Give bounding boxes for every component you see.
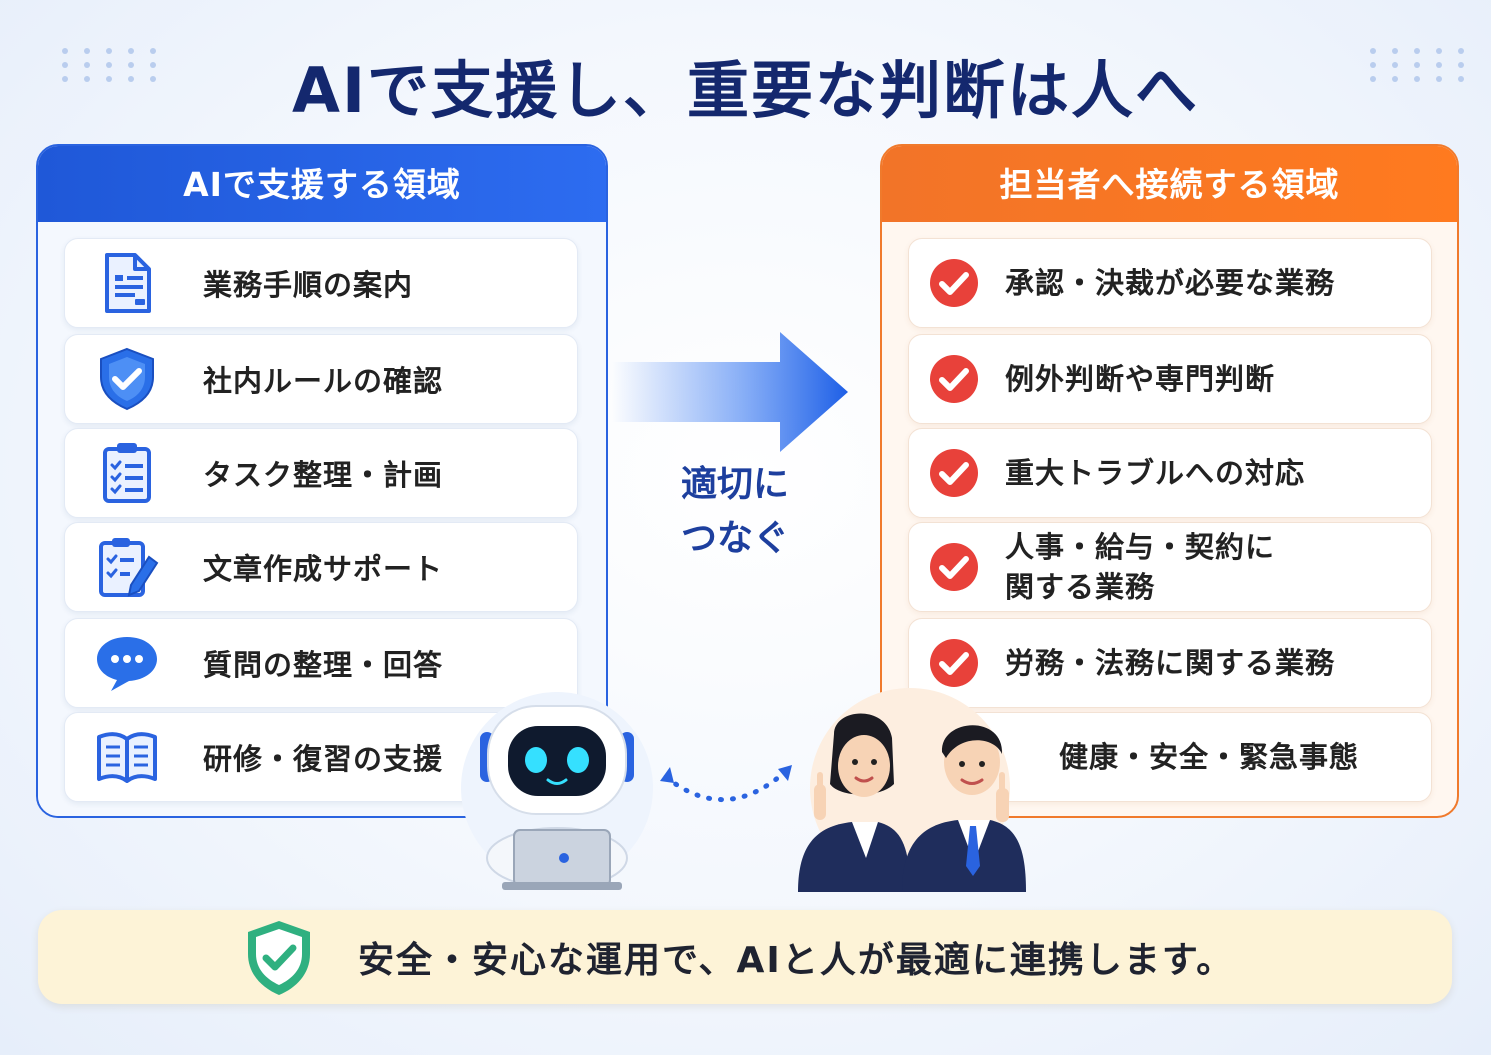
- document-pencil-icon: [99, 538, 159, 597]
- list-item: 重大トラブルへの対応: [908, 428, 1432, 518]
- check-circle-icon: [930, 259, 978, 307]
- footer-banner: 安全・安心な運用で、AIと人が最適に連携します。: [38, 910, 1452, 1004]
- list-item-label: 社内ルールの確認: [203, 364, 444, 398]
- list-item-label-line1: 人事・給与・契約に: [1005, 530, 1276, 564]
- clipboard-checklist-icon: [103, 443, 151, 503]
- list-item-label-line2: 関する業務: [1005, 570, 1156, 604]
- shield-check-icon: [100, 347, 154, 411]
- decorative-dots-left: [62, 48, 162, 82]
- list-item-label: 例外判断や専門判断: [1005, 362, 1276, 396]
- list-item: 業務手順の案内: [64, 238, 578, 328]
- check-circle-icon: [930, 543, 978, 591]
- human-escalation-panel: 担当者へ接続する領域 承認・決裁が必要な業務 例外判断や専門判断 重大トラブルへ…: [880, 144, 1459, 818]
- list-item-label: 労務・法務に関する業務: [1005, 646, 1336, 680]
- check-circle-icon: [930, 355, 978, 403]
- list-item: 文章作成サポート: [64, 522, 578, 612]
- connect-label-line2: つなぐ: [680, 518, 789, 559]
- list-item-label: 質問の整理・回答: [203, 648, 444, 682]
- list-item-label: 文章作成サポート: [203, 552, 444, 586]
- decorative-dots-right: [1370, 48, 1470, 82]
- dotted-double-arrow-icon: [660, 765, 792, 803]
- list-item: 労務・法務に関する業務: [908, 618, 1432, 708]
- list-item-label: 承認・決裁が必要な業務: [1005, 266, 1336, 300]
- list-item-label: 重大トラブルへの対応: [1005, 456, 1306, 490]
- list-item-label: 人事・給与・契約に 関する業務: [1005, 523, 1275, 611]
- right-arrow-icon: [612, 332, 848, 452]
- check-circle-icon: [930, 449, 978, 497]
- list-item: 社内ルールの確認: [64, 334, 578, 424]
- ai-robot-illustration: [461, 692, 653, 890]
- list-item: タスク整理・計画: [64, 428, 578, 518]
- page-title: AIで支援し、重要な判断は人へ: [291, 54, 1200, 127]
- list-item: 承認・決裁が必要な業務: [908, 238, 1432, 328]
- shield-check-icon: [248, 921, 310, 995]
- list-item: 例外判断や専門判断: [908, 334, 1432, 424]
- human-escalation-list: 承認・決裁が必要な業務 例外判断や専門判断 重大トラブルへの対応 人事・給与・契…: [882, 222, 1457, 816]
- footer-message: 安全・安心な運用で、AIと人が最適に連携します。: [358, 940, 1235, 981]
- document-icon: [105, 253, 151, 313]
- staff-people-illustration: [798, 688, 1026, 892]
- chat-bubble-icon: [97, 637, 157, 691]
- list-item-label: 健康・安全・緊急事態: [1059, 740, 1360, 774]
- human-escalation-panel-header: 担当者へ接続する領域: [882, 146, 1457, 222]
- connect-label: 適切に つなぐ: [660, 458, 810, 566]
- ai-support-panel-header: AIで支援する領域: [38, 146, 606, 222]
- connect-label-line1: 適切に: [680, 464, 789, 505]
- open-book-icon: [97, 732, 157, 783]
- list-item-label: 業務手順の案内: [203, 268, 414, 302]
- list-item-label: タスク整理・計画: [203, 458, 444, 492]
- list-item-label: 研修・復習の支援: [203, 742, 444, 776]
- check-circle-icon: [930, 639, 978, 687]
- list-item: 人事・給与・契約に 関する業務: [908, 522, 1432, 612]
- list-item: 質問の整理・回答: [64, 618, 578, 708]
